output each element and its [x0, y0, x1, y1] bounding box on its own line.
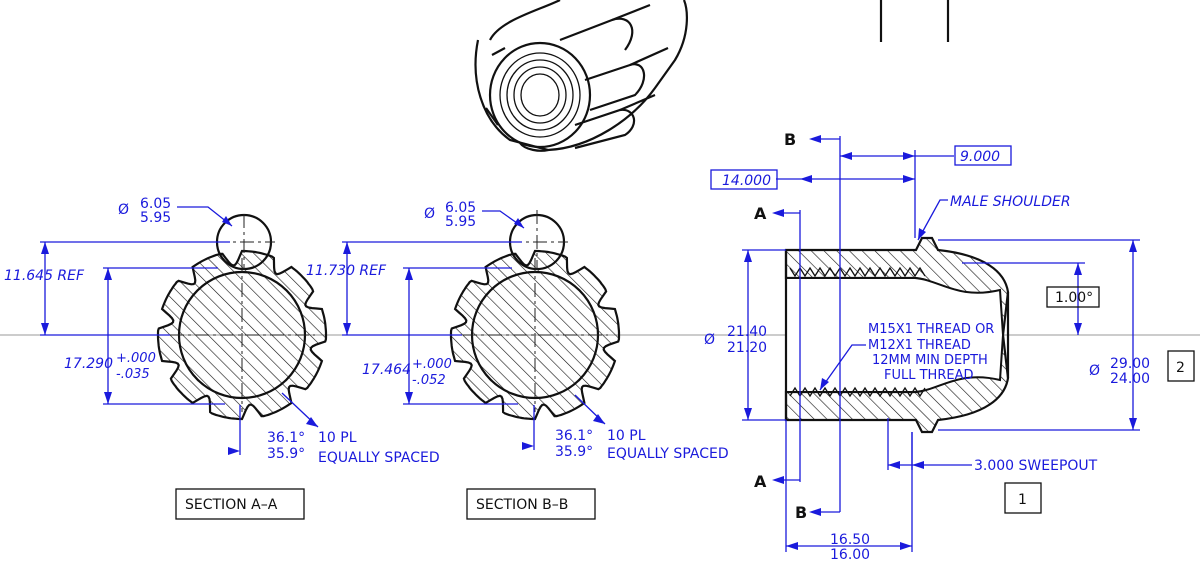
section-b-tol-minus: -.052: [412, 373, 446, 388]
angle-box: [1046, 286, 1100, 308]
section-b-ref-dim: 11.730 REF: [306, 263, 387, 279]
cut-a-bottom: A: [754, 472, 767, 491]
section-b-pin-dia-upper: 6.05: [445, 200, 476, 216]
section-a-major-dia: 17.290: [64, 356, 113, 372]
length-lower: 16.00: [830, 547, 870, 563]
section-a-pattern-note: EQUALLY SPACED: [318, 450, 440, 466]
section-b-tol-plus: +.000: [412, 357, 452, 372]
thread-note-line-4: FULL THREAD: [884, 368, 973, 383]
section-b-pattern-count: 10 PL: [607, 428, 646, 444]
cut-b-top: B: [784, 130, 796, 149]
thread-bottom: [789, 386, 926, 398]
section-a-angle-upper: 36.1°: [267, 430, 305, 446]
outer-dia-lower: 24.00: [1110, 371, 1150, 387]
angle-value: 1.00°: [1055, 290, 1093, 306]
balloon-2-box: [1167, 350, 1195, 382]
section-a-tol-minus: -.035: [116, 367, 150, 382]
section-a-diameter-symbol: Ø: [118, 202, 129, 218]
section-b-pin-dia-lower: 5.95: [445, 214, 476, 230]
isometric-preview: [474, 0, 688, 152]
outer-diameter-symbol: Ø: [1089, 363, 1100, 379]
male-shoulder: MALE SHOULDER: [950, 194, 1071, 210]
balloon-1: 1: [1018, 492, 1027, 508]
section-a-ref-dim: 11.645 REF: [4, 268, 85, 284]
dim-14-box: [710, 169, 778, 190]
dim-9: 9.000: [960, 149, 1000, 165]
balloon-1-box: [1004, 482, 1042, 514]
section-a-view: Ø 6.05 5.95 11.645 REF 17.290 +.000 -.03…: [4, 196, 440, 520]
sweepout: 3.000 SWEEPOUT: [974, 458, 1098, 474]
section-b-label-box: [466, 488, 596, 520]
section-a-angle-lower: 35.9°: [267, 446, 305, 462]
dim-9-box: [954, 145, 1012, 166]
bore-diameter-symbol: Ø: [704, 332, 715, 348]
section-a-pin-dia-lower: 5.95: [140, 210, 171, 226]
dim-14: 14.000: [722, 173, 771, 189]
section-b-major-dia: 17.464: [362, 362, 411, 378]
section-a-label: SECTION A–A: [185, 497, 278, 513]
thread-top: [789, 266, 926, 278]
cut-a-top: A: [754, 204, 767, 223]
bore-dia-upper: 21.40: [727, 324, 767, 340]
section-b-view: Ø 6.05 5.95 11.730 REF 17.464 +.000 -.05…: [306, 200, 729, 520]
thread-note-line-1: M15X1 THREAD OR: [868, 322, 994, 337]
thread-note-line-2: M12X1 THREAD: [868, 338, 971, 353]
section-b-label: SECTION B–B: [476, 497, 568, 513]
section-b-diameter-symbol: Ø: [424, 206, 435, 222]
section-b-angle-lower: 35.9°: [555, 444, 593, 460]
side-section-view: A A B B 9.000 14.000 MALE SHOULDER: [704, 130, 1195, 563]
length-upper: 16.50: [830, 532, 870, 548]
section-b-angle-upper: 36.1°: [555, 428, 593, 444]
section-b-pattern-note: EQUALLY SPACED: [607, 446, 729, 462]
section-a-tol-plus: +.000: [116, 351, 156, 366]
bore-dia-lower: 21.20: [727, 340, 767, 356]
outer-dia-upper: 29.00: [1110, 356, 1150, 372]
balloon-2: 2: [1176, 360, 1185, 376]
cut-b-bottom: B: [795, 503, 807, 522]
section-a-label-box: [175, 488, 305, 520]
section-a-pattern-count: 10 PL: [318, 430, 357, 446]
section-a-pin-dia-upper: 6.05: [140, 196, 171, 212]
thread-note-line-3: 12MM MIN DEPTH: [872, 353, 988, 368]
